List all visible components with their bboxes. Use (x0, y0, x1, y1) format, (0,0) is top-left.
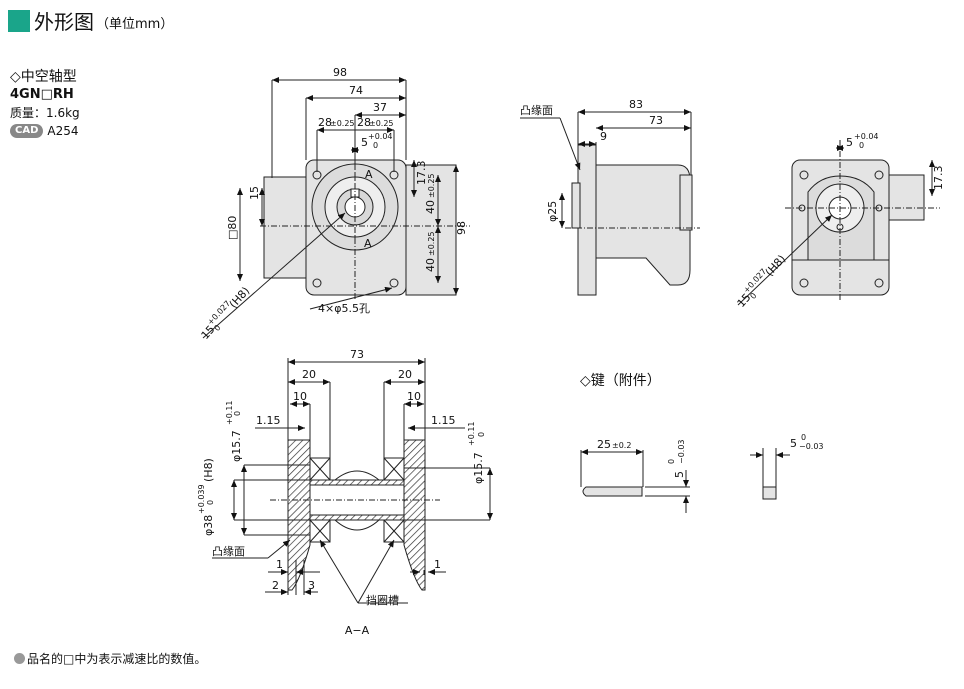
front-dim-5: 5 (361, 136, 368, 149)
key-title: ◇键（附件） (580, 373, 661, 389)
cad-code: A254 (47, 124, 79, 138)
title-marker-icon (8, 9, 30, 32)
section-a-top: A (365, 168, 373, 181)
section-phi38: φ38 (202, 515, 215, 536)
section-groove-label: 挡圈槽 (366, 593, 399, 607)
front-dim-37: 37 (373, 101, 387, 114)
front-tol-28b: ±0.25 (369, 119, 394, 128)
front-dim-15: 15 (248, 186, 261, 200)
key-tol-5v-lo: −0.03 (677, 439, 686, 464)
section-dim-73: 73 (350, 348, 364, 361)
side-dim-83: 83 (629, 98, 643, 111)
front-dim-28b: 28 (357, 116, 371, 129)
section-tol38-lo: 0 (206, 500, 215, 505)
front-view (202, 77, 470, 339)
rear-tol-5-lo: 0 (859, 141, 864, 150)
section-h8: (H8) (202, 458, 215, 482)
front-tol-28a: ±0.25 (330, 119, 355, 128)
front-dim-40-top: 40 (424, 200, 437, 214)
key-tol-5h-up: 0 (801, 433, 806, 442)
bullet-icon (14, 653, 25, 664)
key-dim-5h: 5 (790, 437, 797, 450)
rear-bore-tol-lo: 0 (748, 291, 758, 301)
front-holes: 4×φ5.5孔 (318, 302, 370, 315)
side-view (520, 109, 700, 296)
product-model: 4GN□RH (10, 87, 74, 102)
key-dim-5v: 5 (673, 471, 686, 478)
section-tol-15-7a-up: +0.11 (225, 400, 234, 425)
front-tol-40-bot: ±0.25 (427, 231, 436, 256)
rear-view (737, 140, 940, 306)
section-tol-15-7b-up: +0.11 (467, 421, 476, 446)
side-view-labels: 凸缘面 83 73 9 φ25 (520, 98, 663, 222)
section-view (212, 358, 493, 604)
key-drawing (580, 448, 790, 513)
cad-badge: CAD (10, 124, 44, 138)
section-dim-10b: 10 (407, 390, 421, 403)
section-tol38-up: +0.039 (197, 484, 206, 514)
title-main: 外形图 (34, 10, 94, 34)
section-a-bottom: A (364, 237, 372, 250)
section-dim-20a: 20 (302, 368, 316, 381)
front-dim-98: 98 (333, 66, 347, 79)
key-tol-5h-lo: −0.03 (799, 442, 824, 451)
key-labels: 25 ±0.2 5 0 −0.03 5 0 −0.03 (597, 433, 824, 478)
product-info: ◇中空轴型 4GN□RH 质量：1.6kg CAD A254 (10, 68, 80, 140)
front-bore-tol-lo: 0 (212, 323, 222, 333)
front-dim-98-right: 98 (455, 221, 468, 235)
front-tol-40-top: ±0.25 (427, 173, 436, 198)
section-dim-1a: 1 (276, 558, 283, 571)
section-view-labels: 73 20 20 10 10 1.15 1.15 φ15.7 +0.11 0 φ… (197, 348, 486, 637)
product-heading: ◇中空轴型 (10, 69, 77, 85)
side-dim-phi25: φ25 (546, 201, 559, 222)
rear-dim-5: 5 (846, 136, 853, 149)
footnote: 品名的□中为表示减速比的数值。 (14, 650, 206, 667)
front-dim-40-bot: 40 (424, 258, 437, 272)
product-mass: 质量：1.6kg (10, 106, 80, 120)
front-dim-28a: 28 (318, 116, 332, 129)
section-dim-10a: 10 (293, 390, 307, 403)
footnote-text: 品名的□中为表示减速比的数值。 (27, 652, 207, 666)
section-dim-3: 3 (308, 579, 315, 592)
rear-bore-fit: (H8) (763, 252, 789, 278)
section-label: A−A (345, 624, 370, 637)
front-dim-17-3: 17.3 (415, 161, 428, 186)
side-dim-9: 9 (600, 130, 607, 143)
section-phi-15-7a: φ15.7 (230, 430, 243, 462)
section-tol-15-7a-lo: 0 (233, 411, 242, 416)
key-dim-25: 25 (597, 438, 611, 451)
front-dim-74: 74 (349, 84, 363, 97)
side-flange-label: 凸缘面 (520, 104, 553, 117)
section-flange-label: 凸缘面 (212, 545, 245, 558)
side-dim-73: 73 (649, 114, 663, 127)
section-dim-2: 2 (272, 579, 279, 592)
front-dim-80: □80 (226, 216, 239, 240)
rear-dim-17-3: 17.3 (932, 166, 945, 191)
key-tol-25: ±0.2 (612, 441, 631, 450)
section-tol-15-7b-lo: 0 (477, 432, 486, 437)
section-dim-1-15a: 1.15 (256, 414, 281, 427)
front-tol-5-lo: 0 (373, 141, 378, 150)
page-title: 外形图 （单位mm） (8, 6, 173, 35)
title-unit: （单位mm） (96, 17, 174, 32)
front-tol-5-up: +0.04 (368, 132, 393, 141)
section-dim-1-15b: 1.15 (431, 414, 456, 427)
section-phi-15-7b: φ15.7 (472, 452, 485, 484)
cad-row: CAD A254 (10, 122, 80, 140)
section-dim-1b: 1 (434, 558, 441, 571)
section-dim-20b: 20 (398, 368, 412, 381)
rear-tol-5-up: +0.04 (854, 132, 879, 141)
key-tol-5v-up: 0 (667, 459, 676, 464)
